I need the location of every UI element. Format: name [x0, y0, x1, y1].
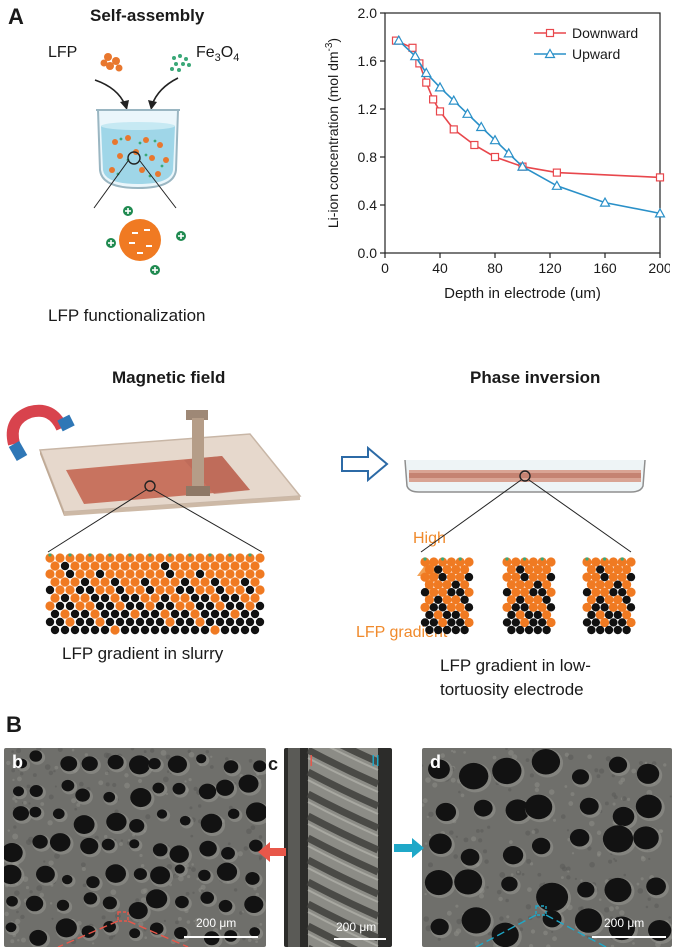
x-tick-label: 40 — [432, 260, 448, 276]
x-axis-label: Depth in electrode (um) — [444, 285, 601, 302]
sem-image-d: d 200 μm — [422, 748, 672, 947]
data-point-triangle — [599, 196, 611, 207]
plot-frame — [384, 12, 661, 254]
data-point-triangle — [393, 34, 405, 45]
x-tick-label: 120 — [538, 260, 562, 276]
x-tick-label: 80 — [487, 260, 503, 276]
lfp-functionalization-caption: LFP functionalization — [48, 306, 206, 325]
legend-label: Downward — [572, 25, 638, 41]
data-point-triangle — [475, 121, 487, 132]
zoom-circle-slurry-icon — [144, 480, 156, 492]
data-point-triangle — [461, 108, 474, 118]
x-tick-label: 0 — [381, 260, 389, 276]
data-point-triangle — [489, 134, 501, 145]
y-tick-label: 0.8 — [358, 149, 378, 165]
data-point-triangle — [503, 147, 515, 158]
marker-i: I — [309, 753, 313, 770]
phase-inversion-illustration — [404, 459, 646, 635]
zoom-circle-electrode-icon — [519, 470, 531, 482]
slurry-caption: LFP gradient in slurry — [62, 644, 224, 663]
zoom-circle-icon — [127, 151, 141, 165]
data-point-square — [552, 168, 561, 177]
data-point-square — [545, 28, 555, 38]
data-point-square — [470, 140, 479, 150]
y-tick-label: 1.6 — [358, 53, 378, 69]
y-tick-label: 1.2 — [358, 101, 378, 117]
gradient-label: LFP gradient — [356, 624, 448, 641]
data-point-triangle — [409, 50, 421, 61]
data-point-triangle — [516, 160, 529, 171]
fe3o4-label: Fe3O4 — [196, 44, 239, 64]
data-point-triangle — [448, 94, 460, 105]
magnet-icon — [6, 404, 75, 461]
lfp-label: LFP — [48, 44, 78, 61]
electrode-particles-block — [420, 557, 636, 635]
arrow-right-icon — [151, 77, 179, 106]
arrow-to-b-icon — [258, 842, 286, 862]
phase-inversion-title: Phase inversion — [470, 368, 601, 387]
panel-letter-b: B — [6, 712, 22, 737]
self-assembly-illustration — [93, 53, 191, 275]
electrode-caption-line2: tortuosity electrode — [440, 680, 584, 699]
series-line-upward — [398, 40, 661, 215]
series-line-downward — [395, 39, 661, 179]
fe3o4-mid: O — [220, 44, 234, 61]
electrode-caption-line1: LFP gradient in low- — [440, 656, 591, 675]
sem-image-b: b 200 μm — [4, 748, 266, 947]
sem-label-d: d — [430, 752, 441, 772]
arrow-to-d-icon — [394, 838, 424, 858]
data-point-square — [435, 107, 445, 116]
data-point-square — [422, 78, 431, 87]
legend-label: Upward — [572, 46, 620, 62]
data-point-square — [655, 173, 665, 182]
self-assembly-title: Self-assembly — [90, 6, 205, 25]
scale-bar-d — [592, 936, 666, 938]
data-point-square — [408, 43, 417, 52]
fe3o4-sub1: 3 — [214, 52, 221, 65]
sem-label-b: b — [12, 752, 23, 772]
lfp-particles-icon — [100, 53, 123, 72]
data-point-square — [449, 125, 458, 134]
data-point-triangle — [434, 81, 446, 92]
data-point-triangle — [420, 67, 432, 78]
transition-arrow-icon — [341, 446, 389, 482]
data-point-square — [429, 95, 438, 104]
beaker-icon — [96, 109, 180, 190]
coagulation-bath-icon — [404, 459, 646, 493]
y-tick-label: 2.0 — [358, 5, 378, 21]
data-point-triangle — [551, 180, 563, 190]
data-point-triangle — [654, 207, 666, 218]
panel-letter-a: A — [8, 4, 24, 29]
y-axis-label: Li-ion concentration (mol dm-3) — [324, 38, 341, 228]
scale-label-c: 200 μm — [336, 920, 377, 934]
data-point-square — [490, 152, 500, 162]
magnetic-field-title: Magnetic field — [112, 368, 226, 387]
fe3o4-particles-icon — [170, 54, 191, 72]
scale-bar-c — [334, 938, 386, 940]
fe3o4-base: Fe — [196, 44, 215, 61]
gradient-high-label: High — [413, 530, 446, 547]
y-tick-label: 0.4 — [358, 197, 378, 213]
doctor-blade-icon — [186, 410, 210, 496]
functionalized-lfp-icon — [106, 206, 186, 275]
magnetic-field-illustration — [6, 404, 302, 635]
x-tick-label: 160 — [593, 260, 617, 276]
sem-label-c: c — [268, 754, 279, 774]
slurry-particles-block — [45, 553, 265, 635]
arrow-left-icon — [94, 79, 126, 106]
fe3o4-sub2: 4 — [233, 52, 240, 65]
marker-ii: II — [371, 753, 380, 770]
y-tick-label: 0.0 — [358, 245, 378, 261]
scale-label-d: 200 μm — [604, 916, 645, 930]
x-tick-label: 200 — [648, 260, 670, 276]
data-point-triangle — [544, 48, 556, 59]
scale-label-b: 200 μm — [196, 916, 237, 930]
scale-bar-b — [184, 936, 258, 938]
